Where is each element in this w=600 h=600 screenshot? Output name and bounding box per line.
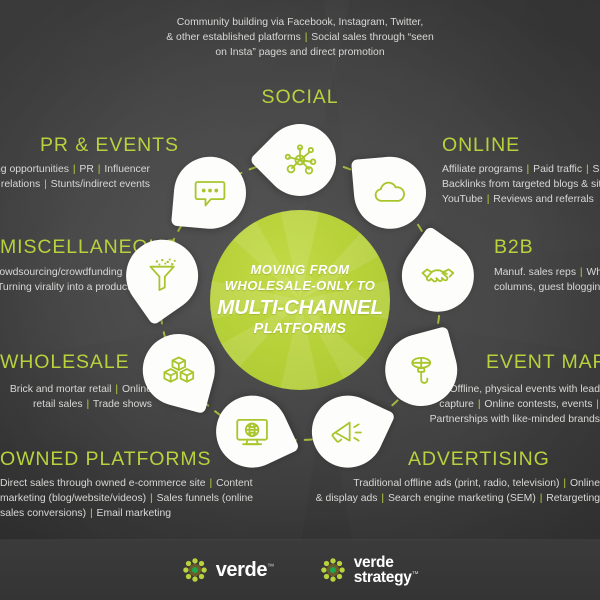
segment-label-event-marketing: EVENT MARKETING xyxy=(486,351,600,373)
center-starburst-pattern xyxy=(210,210,390,390)
speech-bubble-icon xyxy=(190,173,230,213)
segment-label-owned-platforms: OWNED PLATFORMS xyxy=(0,448,212,470)
verde-logo-word-line-1: verde xyxy=(215,559,268,581)
verde-logo-trademark: ™ xyxy=(267,563,274,571)
verde-logo-wordmark: verde™ xyxy=(216,560,274,580)
verde-logo[interactable]: verde™ xyxy=(182,557,274,583)
verde-strategy-logo-trademark: ™ xyxy=(411,570,419,578)
segment-label-wholesale: WHOLESALE xyxy=(0,351,130,373)
segment-label-pr-events: PR & EVENTS xyxy=(40,134,179,156)
megaphone-icon xyxy=(328,412,368,452)
segment-description-b2b: Manuf. sales reps | White papers,columns… xyxy=(494,267,600,293)
segment-description-pr-events: Speaking opportunities | PR | Influencer… xyxy=(0,164,150,190)
cloud-icon xyxy=(370,173,410,213)
microphone-icon xyxy=(401,350,441,390)
verde-strategy-word-line-2: strategy xyxy=(353,569,412,586)
center-line-3: MULTI-CHANNEL xyxy=(217,295,383,319)
center-line-2: WHOLESALE-ONLY TO xyxy=(224,277,376,293)
verde-strategy-word-line-1: verde xyxy=(353,553,394,571)
footer-bar xyxy=(0,540,600,600)
segment-label-social: SOCIAL xyxy=(261,86,339,108)
center-line-4: PLATFORMS xyxy=(253,320,347,337)
segment-label-miscellaneous: MISCELLANEOUS xyxy=(0,236,178,258)
center-line-1: MOVING FROM xyxy=(250,261,350,277)
center-circle xyxy=(210,210,390,390)
boxes-icon xyxy=(159,350,199,390)
handshake-icon xyxy=(418,256,458,296)
verde-strategy-logo[interactable]: verde strategy™ xyxy=(320,553,419,586)
footer-logos: verde™ verde strategy™ xyxy=(0,540,600,600)
segment-label-online: ONLINE xyxy=(442,134,521,156)
footer-divider xyxy=(0,539,600,540)
verde-strategy-logo-wordmark: verde strategy™ xyxy=(353,553,419,586)
segment-description-miscellaneous: Crowdsourcing/crowdfunding |Turning vira… xyxy=(0,267,130,293)
segment-label-advertising: ADVERTISING xyxy=(408,448,550,470)
segment-description-owned-platforms: Direct sales through owned e-commerce si… xyxy=(0,478,254,519)
center-message: MOVING FROM WHOLESALE-ONLY TO MULTI-CHAN… xyxy=(210,210,390,390)
monitor-globe-icon xyxy=(232,412,272,452)
segment-description-online: Affiliate programs | Paid traffic | SEO … xyxy=(442,164,600,205)
segment-description-advertising: Traditional offline ads (print, radio, t… xyxy=(315,478,600,504)
verde-flower-logo-icon xyxy=(182,558,207,582)
network-nodes-icon xyxy=(280,140,320,180)
verde-strategy-word-line-2-wrap: strategy™ xyxy=(354,570,419,586)
verde-strategy-flower-logo-icon xyxy=(320,558,345,582)
segment-label-b2b: B2B xyxy=(494,236,534,258)
segment-description-social: Community building via Facebook, Instagr… xyxy=(166,17,434,58)
funnel-icon xyxy=(142,256,182,296)
